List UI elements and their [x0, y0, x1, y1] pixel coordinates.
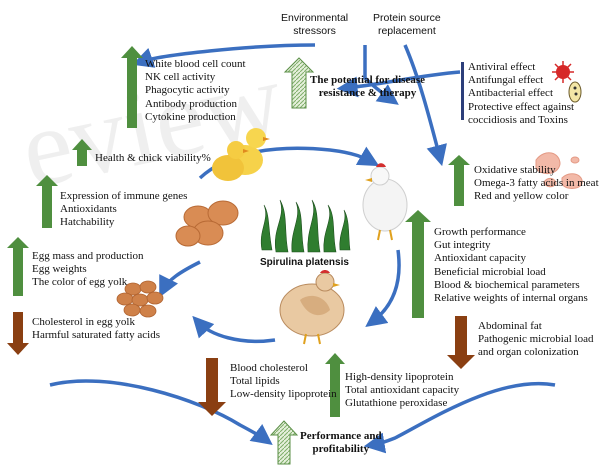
performance-title: Performance and profitability: [300, 430, 382, 456]
cholesterol-yolk-item: Harmful saturated fatty acids: [32, 329, 160, 342]
oxidative-item: Oxidative stability: [474, 164, 556, 176]
cycle-arrow-left: [159, 260, 201, 298]
disease-resistance-title: The potential for disease resistance & t…: [310, 74, 425, 100]
arrow-to-oxidative: [403, 44, 447, 167]
antiviral-item: Protective effect against: [468, 100, 575, 113]
egg-item: Egg mass and production: [32, 250, 144, 262]
abdominal-item: Pathogenic microbial load: [478, 333, 594, 346]
egg-item: The color of egg yolk: [32, 276, 128, 289]
arrow-antiviral: [336, 70, 461, 98]
spirulina-image: [260, 199, 351, 253]
virus-icon: [552, 61, 574, 83]
blood-item: Total lipids: [230, 375, 280, 388]
blood-item: Low-density lipoprotein: [230, 388, 337, 401]
oxidative-list: Oxidative stability Omega-3 fatty acids …: [474, 164, 599, 204]
oxidative-item: Omega-3 fatty acids in meat: [474, 177, 599, 190]
immune-cell-item: White blood cell count: [145, 58, 246, 70]
chicks-image: [212, 128, 270, 181]
immune-genes-item: Hatchability: [60, 216, 115, 229]
arrow-to-immune: [132, 43, 316, 68]
antiviral-item: Antibacterial effect: [468, 87, 553, 100]
arrow-to-performance-right: [363, 381, 556, 454]
oxidative-item: Red and yellow color: [474, 190, 569, 203]
down-arrow-abdominal: [447, 316, 475, 369]
growth-item: Beneficial microbial load: [434, 265, 546, 278]
cholesterol-yolk-item: Cholesterol in egg yolk: [32, 316, 135, 328]
spirulina-label: Spirulina platensis: [260, 257, 349, 268]
blood-item: Blood cholesterol: [230, 362, 308, 374]
down-arrows: [7, 312, 475, 416]
antiviral-bar: [461, 62, 464, 120]
up-arrow-growth: [405, 210, 431, 318]
cycle-arrow-bottom: [192, 315, 276, 344]
hdl-list: High-density lipoprotein Total antioxida…: [345, 371, 459, 411]
immune-cell-item: NK cell activity: [145, 71, 216, 84]
hen-image: [279, 270, 345, 345]
up-arrow-oxidative: [448, 155, 470, 206]
growth-item: Antioxidant capacity: [434, 252, 526, 265]
immune-cells-list: White blood cell count NK cell activity …: [145, 58, 246, 124]
abdominal-item: and organ colonization: [478, 346, 579, 359]
bacteria-icon: [568, 81, 582, 103]
antiviral-item: Antifungal effect: [468, 74, 544, 87]
protein-source-label: Protein source replacement: [373, 12, 441, 38]
egg-list: Egg mass and production Egg weights The …: [32, 250, 144, 290]
antiviral-list: Antiviral effect Antifungal effect Antib…: [468, 61, 574, 127]
up-arrows: [7, 46, 470, 417]
immune-genes-item: Expression of immune genes: [60, 190, 188, 202]
cycle-arrow-right: [365, 249, 401, 327]
cholesterol-yolk-list: Cholesterol in egg yolk Harmful saturate…: [32, 316, 160, 342]
environmental-stressors-label: Environmental stressors: [281, 12, 349, 38]
arrow-to-disease: [363, 45, 399, 105]
up-arrow-hdl: [325, 353, 345, 417]
up-arrow-egg: [7, 237, 29, 296]
growth-list: Growth performance Gut integrity Antioxi…: [434, 226, 588, 305]
blood-list: Blood cholesterol Total lipids Low-densi…: [230, 362, 337, 402]
immune-genes-list: Expression of immune genes Antioxidants …: [60, 190, 187, 230]
health-label: Health & chick viability%: [95, 152, 211, 164]
abdominal-list: Abdominal fat Pathogenic microbial load …: [478, 320, 593, 360]
hatched-arrow-disease: [283, 57, 315, 109]
growth-item: Gut integrity: [434, 239, 491, 252]
down-arrow-cholesterol-yolk: [7, 312, 29, 355]
immune-genes-item: Antioxidants: [60, 203, 117, 216]
broiler-chicken-image: [362, 163, 408, 241]
egg-item: Egg weights: [32, 263, 87, 276]
up-arrow-health: [72, 139, 92, 166]
antiviral-item: Antiviral effect: [468, 61, 536, 73]
small-eggs-image: [116, 280, 164, 318]
growth-item: Blood & biochemical parameters: [434, 278, 580, 291]
hdl-item: Total antioxidant capacity: [345, 384, 460, 397]
arrow-to-performance-left: [49, 379, 273, 446]
growth-item: Growth performance: [434, 226, 526, 238]
growth-item: Relative weights of internal organs: [434, 292, 588, 305]
up-arrow-immune-cells: [121, 46, 143, 128]
immune-cell-item: Cytokine production: [145, 110, 236, 123]
up-arrow-immune-genes: [36, 175, 58, 228]
eggs-image: [175, 200, 239, 247]
hdl-item: Glutathione peroxidase: [345, 397, 448, 410]
hdl-item: High-density lipoprotein: [345, 371, 454, 383]
abdominal-item: Abdominal fat: [478, 320, 542, 332]
hatched-arrow-performance: [269, 420, 299, 465]
meat-icon: [535, 152, 583, 189]
immune-cell-item: Phagocytic activity: [145, 84, 230, 97]
antiviral-item: coccidiosis and Toxins: [468, 113, 568, 126]
immune-cell-item: Antibody production: [145, 97, 237, 110]
down-arrow-blood: [198, 358, 226, 416]
